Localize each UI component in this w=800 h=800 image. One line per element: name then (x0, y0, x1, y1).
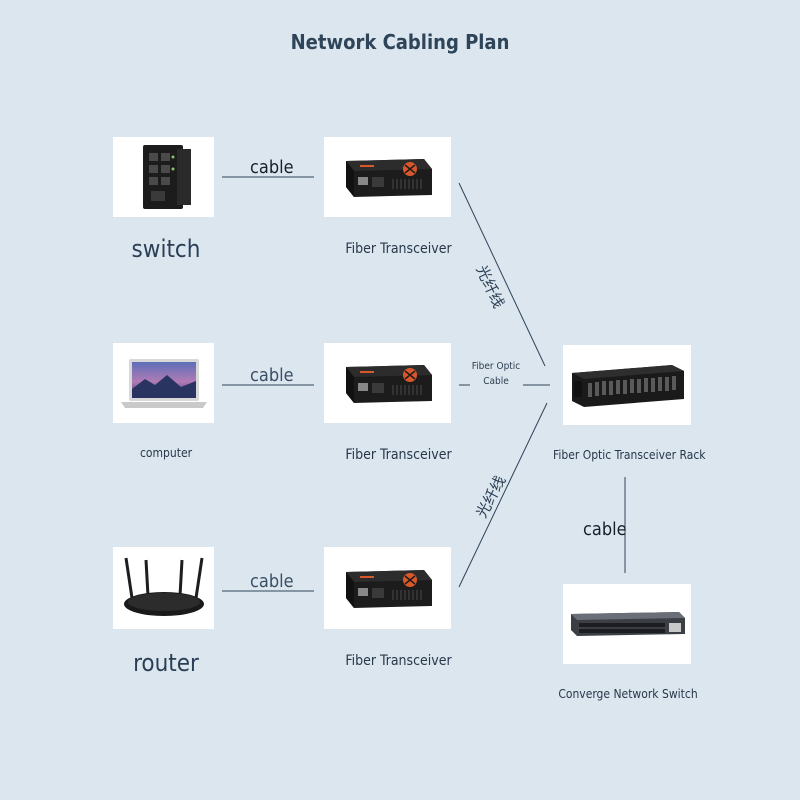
industrial-switch-icon (142, 145, 191, 209)
cable-label-rack: cable (583, 519, 627, 540)
transceiver-tile-1 (324, 137, 451, 217)
diagram-title: Network Cabling Plan (290, 30, 510, 54)
fiber-transceiver-icon (345, 365, 432, 403)
laptop-icon (120, 359, 207, 408)
router-label: router (133, 649, 199, 677)
rack-label: Fiber Optic Transceiver Rack (553, 448, 706, 462)
network-switch-icon (571, 612, 685, 636)
switch-tile (113, 137, 214, 217)
cable-label-router: cable (250, 571, 294, 592)
transceiver-rack-icon (572, 365, 684, 407)
fiber-line-top (458, 182, 546, 367)
wifi-router-icon (123, 557, 204, 616)
fiber-line-bottom (458, 402, 548, 588)
fiber-transceiver-icon (345, 159, 432, 197)
core-switch-label: Converge Network Switch (558, 687, 698, 701)
router-tile (113, 547, 214, 629)
transceiver-label-2: Fiber Transceiver (345, 447, 452, 463)
cable-label-computer: cable (250, 365, 294, 386)
transceiver-label-3: Fiber Transceiver (345, 653, 452, 669)
fiber-label-middle-line2: Cable (483, 376, 509, 387)
transceiver-label-1: Fiber Transceiver (345, 241, 452, 257)
computer-tile (113, 343, 214, 423)
transceiver-tile-3 (324, 547, 451, 629)
transceiver-tile-2 (324, 343, 451, 423)
computer-label: computer (139, 446, 193, 460)
cable-label-switch: cable (250, 157, 294, 178)
switch-label: switch (131, 235, 201, 263)
rack-tile (563, 345, 691, 425)
fiber-transceiver-icon (345, 570, 432, 608)
core-switch-tile (563, 584, 691, 664)
fiber-label-middle-line1: Fiber Optic (471, 361, 521, 372)
fiber-label-middle: Fiber Optic Cable (468, 359, 524, 389)
